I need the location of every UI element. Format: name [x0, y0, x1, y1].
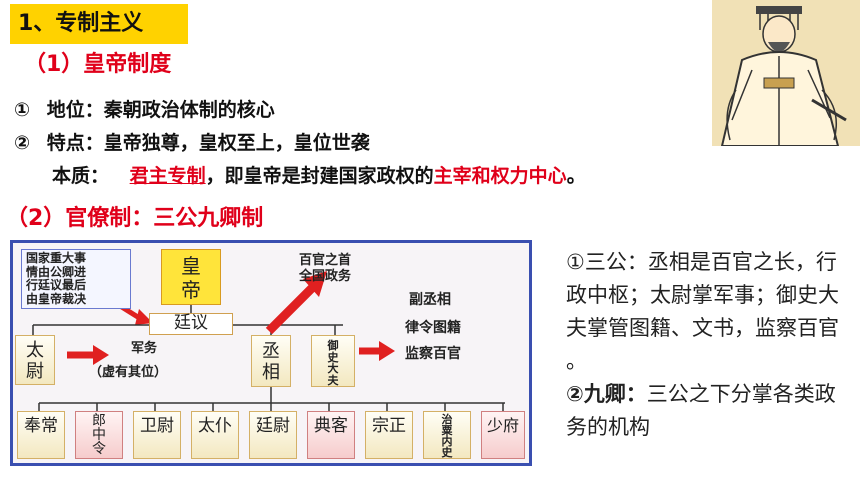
censor-note-line: 监察百官: [405, 346, 461, 362]
taiwei-note-nominal: （虚有其位）: [89, 365, 168, 380]
minister-box: 太仆: [191, 411, 239, 459]
minister-box: 治粟内史: [423, 411, 471, 459]
minister-box: 典客: [307, 411, 355, 459]
nine-ministers-label: ②九卿：: [566, 382, 647, 406]
nine-ministers-explanation: ②九卿：三公之下分掌各类政务的机构: [566, 378, 856, 444]
censor-box: 御史大夫: [311, 335, 355, 387]
court-procedure-note: 国家重大事 情由公卿进 行廷议最后 由皇帝裁决: [21, 249, 131, 309]
three-dukes-explanation: ①三公：丞相是百官之长，行政中枢；太尉掌军事；御史大夫掌管图籍、文书，监察百官 …: [566, 250, 839, 373]
point-label: 地位：: [46, 99, 104, 121]
point-label: 特点：: [46, 132, 104, 154]
point-text: 秦朝政治体制的核心: [103, 99, 275, 121]
note-line: 国家重大事: [26, 251, 87, 265]
note-line: 行廷议最后: [26, 278, 87, 292]
three-dukes-nine-ministers-diagram: 国家重大事 情由公卿进 行廷议最后 由皇帝裁决 皇帝 廷议 百官之首 全国政务 …: [10, 240, 532, 466]
point-number: ①: [14, 99, 31, 121]
essence-middle: ，即皇帝是封建国家政权的: [205, 165, 434, 187]
emperor-illustration: [712, 0, 860, 146]
minister-box: 奉常: [17, 411, 65, 459]
minister-box: 卫尉: [133, 411, 181, 459]
chancellor-note-line: 全国政务: [299, 269, 352, 284]
point-text: 皇帝独尊，皇权至上，皇位世袭: [103, 132, 370, 154]
nine-ministers-text: 三公之下分掌各类政务的机构: [566, 382, 836, 439]
section-title-emperor-system: （1）皇帝制度: [24, 52, 172, 77]
censor-note-line: 副丞相: [409, 292, 451, 308]
court-discussion-box: 廷议: [149, 313, 233, 335]
essence-highlight-monarchy: 君主专制: [129, 165, 206, 187]
taiwei-note-military: 军务: [131, 341, 158, 356]
note-line: 由皇帝裁决: [26, 291, 87, 306]
point-number: ②: [14, 132, 31, 154]
emperor-box: 皇帝: [161, 249, 221, 305]
minister-box: 廷尉: [249, 411, 297, 459]
point-status: ① 地位：秦朝政治体制的核心: [14, 95, 275, 122]
section-title-bureaucracy: （2）官僚制：三公九卿制: [6, 206, 264, 231]
emperor-portrait-image: [712, 0, 860, 146]
point-feature: ② 特点：皇帝独尊，皇权至上，皇位世袭: [14, 128, 370, 155]
page-heading: 1、专制主义: [10, 4, 188, 44]
taiwei-box: 太尉: [15, 335, 55, 385]
point-essence: 本质： 君主专制，即皇帝是封建国家政权的主宰和权力中心。: [52, 161, 586, 188]
explanation-text: ①三公：丞相是百官之长，行政中枢；太尉掌军事；御史大夫掌管图籍、文书，监察百官 …: [566, 246, 856, 444]
minister-box: 宗正: [365, 411, 413, 459]
essence-highlight-center: 主宰和权力中心: [433, 165, 567, 187]
minister-box: 少府: [481, 411, 525, 459]
chancellor-box: 丞相: [251, 335, 291, 387]
chancellor-note-line: 百官之首: [299, 253, 352, 268]
essence-label: 本质：: [52, 165, 110, 187]
minister-box: 郎中令: [75, 411, 123, 459]
essence-end: 。: [566, 165, 586, 187]
censor-note-line: 律令图籍: [405, 320, 461, 336]
note-line: 情由公卿进: [26, 264, 87, 279]
